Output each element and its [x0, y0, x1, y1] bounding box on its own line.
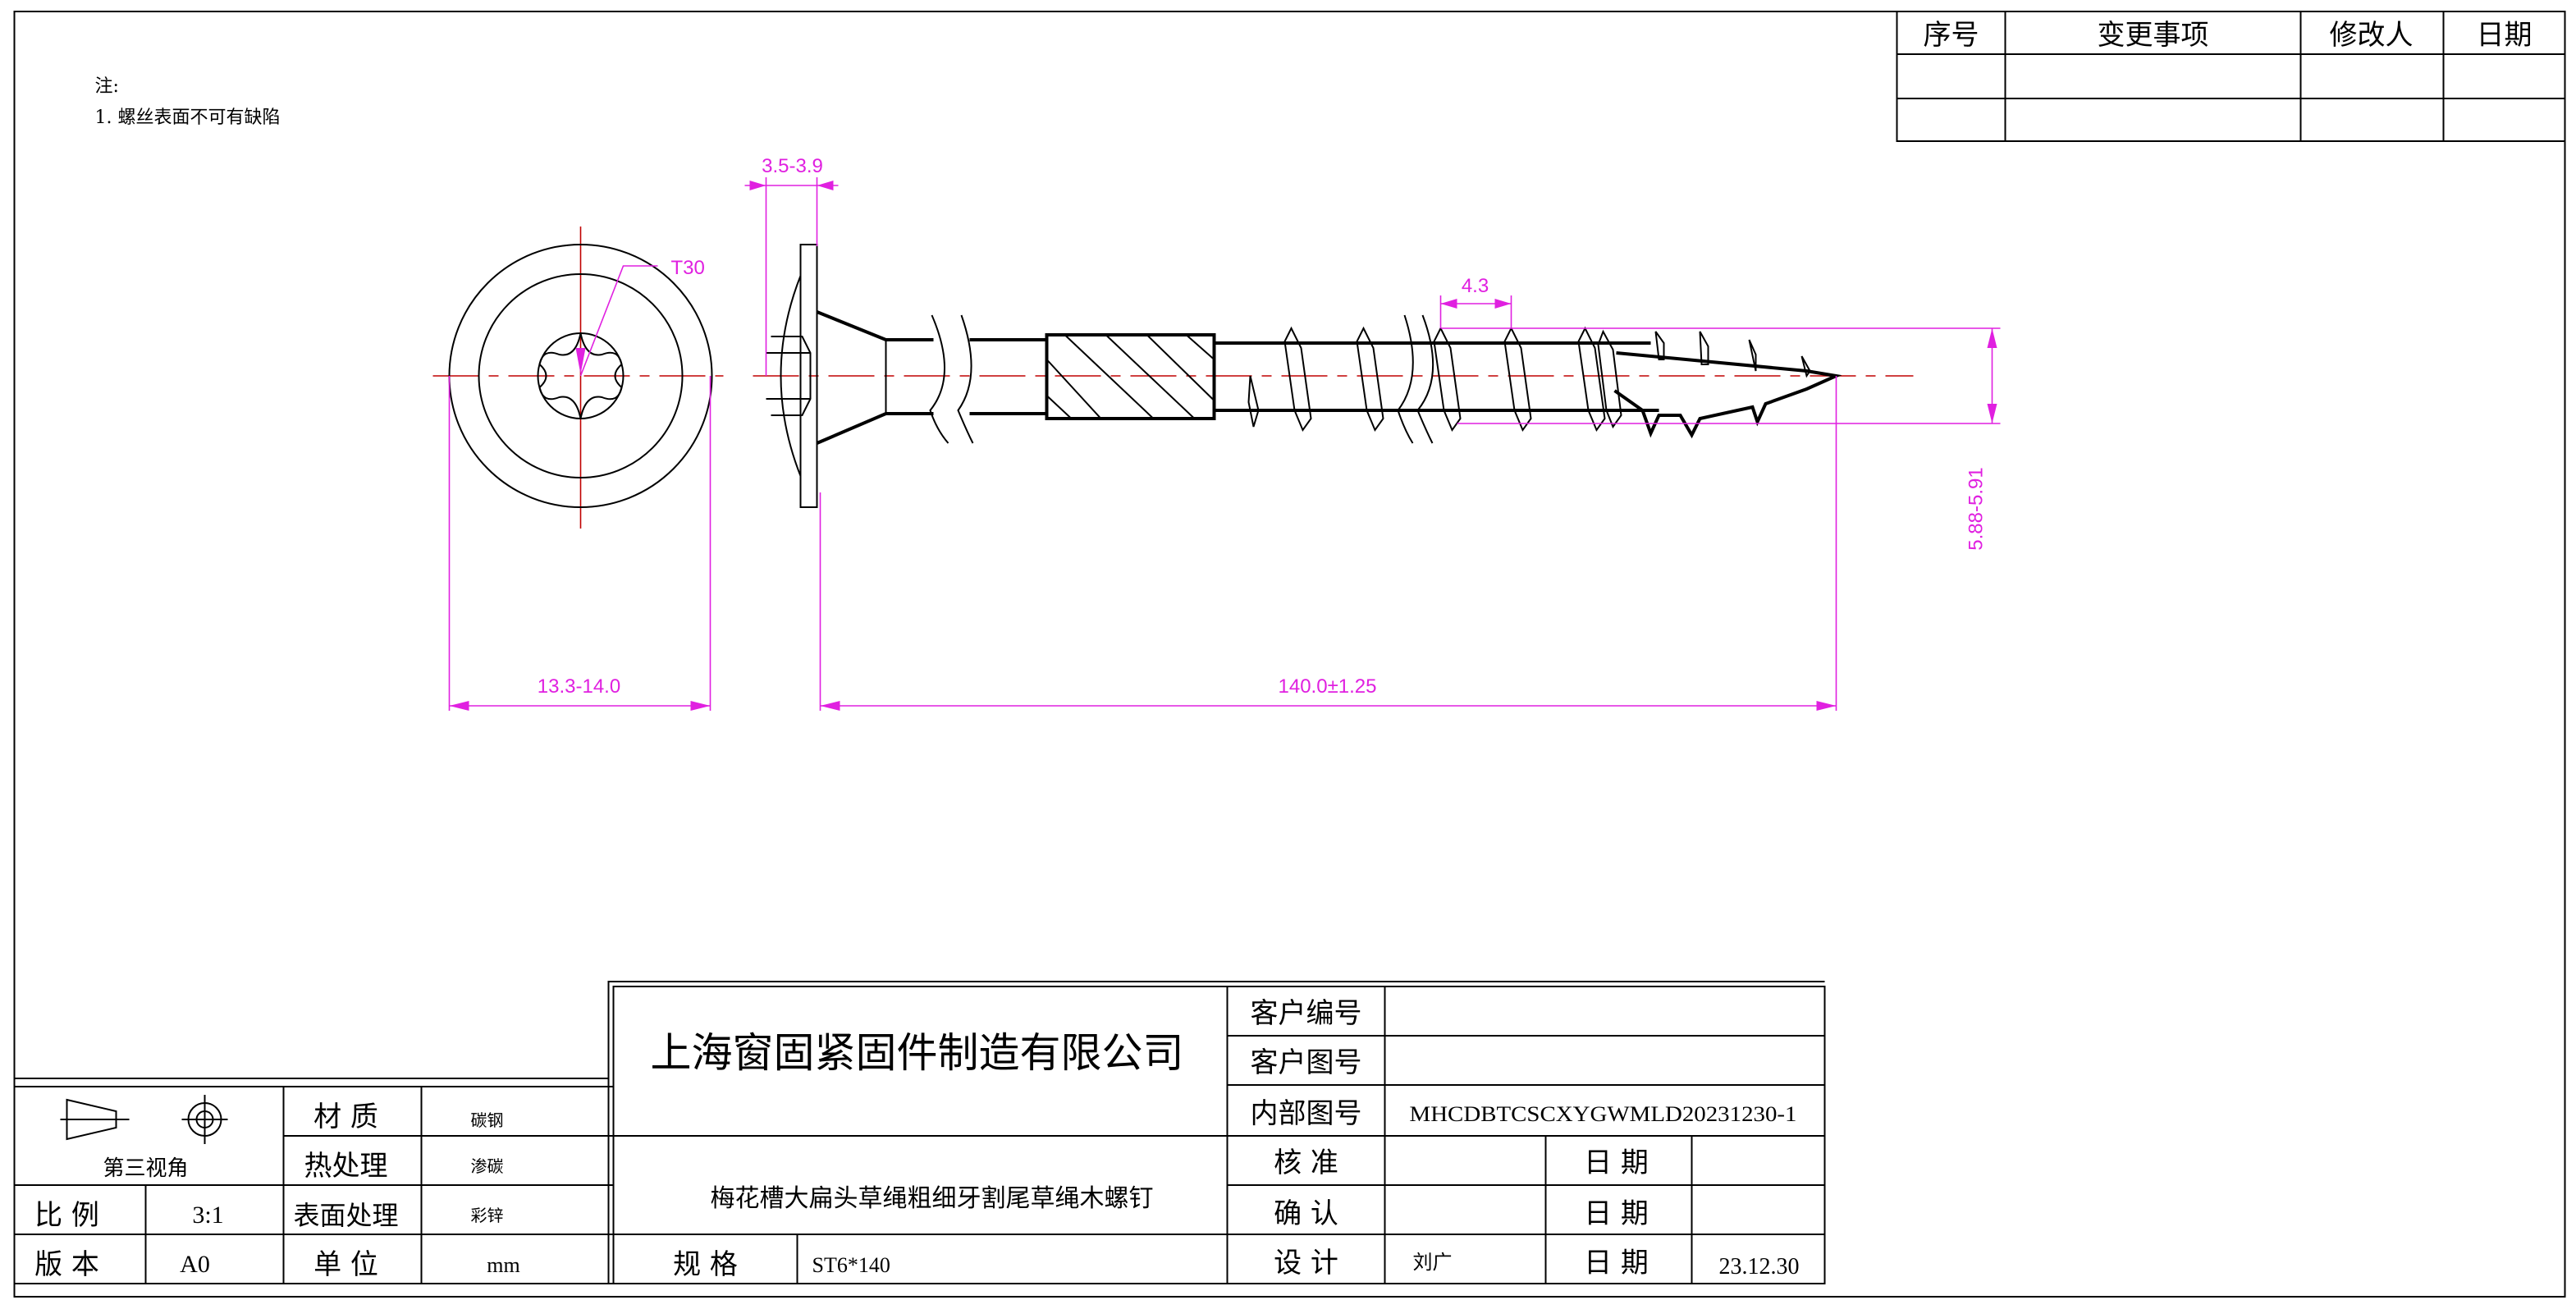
head-diameter-dimension: 13.3-14.0	[538, 675, 620, 698]
spec-label: 规 格	[673, 1248, 738, 1281]
unit-value: mm	[487, 1253, 519, 1277]
length-dimension: 140.0±1.25	[1279, 675, 1377, 698]
material-label: 材 质	[313, 1101, 378, 1133]
revision-table: 序号 变更事项 修改人 日期	[1896, 11, 2566, 142]
screw-side-view	[753, 244, 1914, 508]
notes-title: 注:	[95, 76, 119, 97]
design-label: 设 计	[1274, 1247, 1338, 1279]
note-item: 1. 螺丝表面不可有缺陷	[95, 108, 281, 128]
internal-drawing-value: MHCDBTCSCXYGWMLD20231230-1	[1410, 1102, 1797, 1126]
drive-size-label: T30	[671, 257, 705, 279]
scale-label: 比 例	[34, 1199, 99, 1232]
scale-value: 3:1	[192, 1202, 223, 1229]
design-date-label: 日 期	[1584, 1247, 1649, 1279]
designer-name: 刘广	[1413, 1251, 1453, 1274]
projection-label: 第三视角	[103, 1156, 188, 1181]
confirm-label: 确 认	[1274, 1197, 1338, 1230]
company-name: 上海窗固紧固件制造有限公司	[651, 1029, 1184, 1077]
confirm-date-label: 日 期	[1584, 1197, 1649, 1230]
heat-treatment-value: 渗碳	[471, 1156, 504, 1176]
unit-label: 单 位	[313, 1248, 378, 1281]
spec-value: ST6*140	[812, 1253, 890, 1277]
surface-treatment-label: 表面处理	[293, 1200, 398, 1231]
internal-drawing-label: 内部图号	[1251, 1097, 1362, 1130]
surface-treatment-value: 彩锌	[471, 1206, 504, 1225]
thread-diameter-dimension: 5.88-5.91	[1965, 467, 1988, 550]
pitch-dimension: 4.3	[1462, 275, 1489, 297]
rev-header-date: 日期	[2477, 19, 2533, 52]
approve-label: 核 准	[1274, 1147, 1338, 1179]
version-value: A0	[180, 1251, 210, 1278]
approve-date-label: 日 期	[1584, 1147, 1649, 1179]
customer-no-label: 客户编号	[1251, 997, 1362, 1030]
version-label: 版 本	[34, 1248, 99, 1281]
heat-treatment-label: 热处理	[304, 1150, 388, 1183]
rev-header-no: 序号	[1924, 19, 1979, 52]
head-thickness-dimension: 3.5-3.9	[762, 155, 823, 177]
third-angle-projection-icon	[60, 1095, 228, 1144]
design-date: 23.12.30	[1719, 1254, 1800, 1279]
dimensions: 3.5-3.9 4.3 5.88-5.91 13.3-14.0 140.0±1.…	[448, 155, 2001, 711]
rev-header-modifier: 修改人	[2330, 19, 2414, 52]
product-name: 梅花槽大扁头草绳粗细牙割尾草绳木螺钉	[711, 1184, 1154, 1213]
title-block: 第三视角 材 质 碳钢 热处理 渗碳 比 例 3:1 表面处理 彩锌 版 本 A…	[14, 981, 1826, 1284]
head-end-view: T30	[432, 227, 724, 529]
material-value: 碳钢	[471, 1110, 504, 1130]
rev-header-change: 变更事项	[2098, 19, 2209, 52]
sheet-border	[13, 11, 2566, 1298]
customer-drawing-label: 客户图号	[1251, 1046, 1362, 1079]
